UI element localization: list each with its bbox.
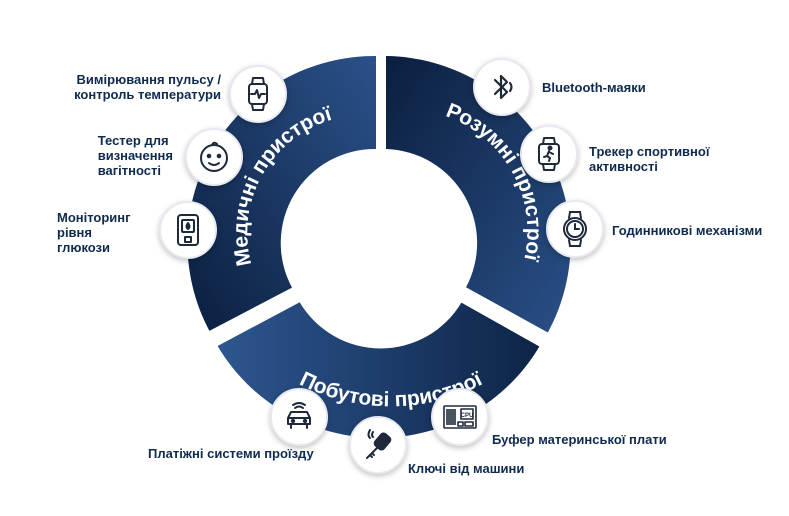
bluetooth-beacon-icon — [473, 58, 531, 116]
label-glucose-monitoring: Моніторинг рівня глюкози — [57, 210, 131, 255]
fitness-tracker-icon — [520, 125, 578, 183]
label-pregnancy-tester: Тестер для визначення вагітності — [97, 133, 173, 178]
label-watch-mechanisms: Годинникові механізми — [612, 223, 763, 238]
heart-rate-watch-icon — [229, 65, 287, 123]
label-car-keys: Ключі від машини — [408, 461, 525, 476]
label-motherboard-buffer: Буфер материнської плати — [492, 432, 667, 447]
label-bluetooth-beacons: Bluetooth-маяки — [542, 80, 646, 95]
segment-medical — [187, 55, 376, 331]
label-pulse-temperature: Вимірювання пульсу / контроль температур… — [74, 72, 221, 102]
wristwatch-icon — [546, 200, 604, 258]
car-key-icon — [349, 416, 407, 474]
glucose-meter-icon — [159, 201, 217, 259]
baby-face-icon — [185, 128, 243, 186]
label-travel-payment: Платіжні системи проїзду — [148, 446, 314, 461]
svg-text:CPU: CPU — [461, 413, 474, 419]
car-payment-icon — [270, 388, 328, 446]
label-fitness-tracker: Трекер спортивної активності — [589, 144, 710, 174]
segment-smart — [386, 56, 571, 333]
motherboard-cpu-icon: CPU — [431, 388, 489, 446]
